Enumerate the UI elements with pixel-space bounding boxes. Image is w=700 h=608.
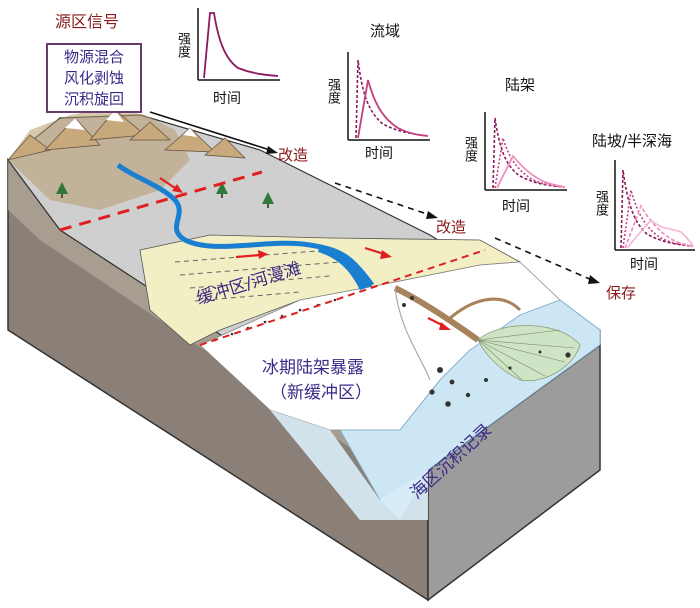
flow-arrows — [159, 177, 451, 330]
transform-label-1: 改造 — [278, 146, 309, 164]
source-process-box: 物源混合 风化剥蚀 沉积旋回 — [46, 43, 142, 113]
plot-slope — [614, 160, 695, 251]
source-signal-title: 源区信号 — [55, 12, 120, 31]
boundary-line-2 — [199, 249, 486, 346]
submarine-canyon-branch — [446, 297, 522, 322]
tree-icons — [56, 182, 274, 208]
process-weathering-erosion: 风化剥蚀 — [63, 68, 124, 87]
river-mouth — [318, 245, 372, 290]
basin-stage-label: 流域 — [370, 22, 401, 40]
process-provenance-mixing: 物源混合 — [63, 47, 124, 66]
slope-stage-label: 陆坡/半深海 — [592, 132, 673, 150]
preserve-label: 保存 — [606, 284, 637, 302]
plot-shelf — [484, 112, 567, 191]
mountain-peaks — [6, 109, 247, 161]
process-sedimentary-recycling: 沉积旋回 — [63, 89, 124, 108]
shelf-plot-x-label: 时间 — [502, 199, 530, 215]
glacial-exposure-label: 冰期陆架暴露 — [262, 358, 364, 378]
slope-plot-y-label: 强度 — [593, 190, 608, 216]
source-plot-x-label: 时间 — [213, 91, 241, 107]
new-buffer-label: （新缓冲区） — [270, 383, 372, 403]
fan-rays — [477, 329, 576, 381]
transform-label-2: 改造 — [436, 218, 467, 236]
source-plot-y-label: 强度 — [175, 32, 190, 58]
slope-plot-x-label: 时间 — [630, 257, 658, 273]
plot-basin — [347, 52, 430, 141]
signal-arrows — [149, 111, 600, 284]
submarine-canyon-main — [393, 285, 480, 343]
basin-plot-y-label: 强度 — [325, 78, 340, 104]
boundary-line-1 — [59, 170, 263, 232]
basin-plot-x-label: 时间 — [365, 146, 393, 162]
buffer-hatch — [174, 249, 341, 302]
plot-source — [197, 8, 280, 81]
shelf-stage-label: 陆架 — [505, 76, 536, 94]
shelf-plot-y-label: 强度 — [462, 136, 477, 162]
sea-lower-area — [270, 410, 428, 520]
submarine-canyon-left — [394, 287, 431, 381]
